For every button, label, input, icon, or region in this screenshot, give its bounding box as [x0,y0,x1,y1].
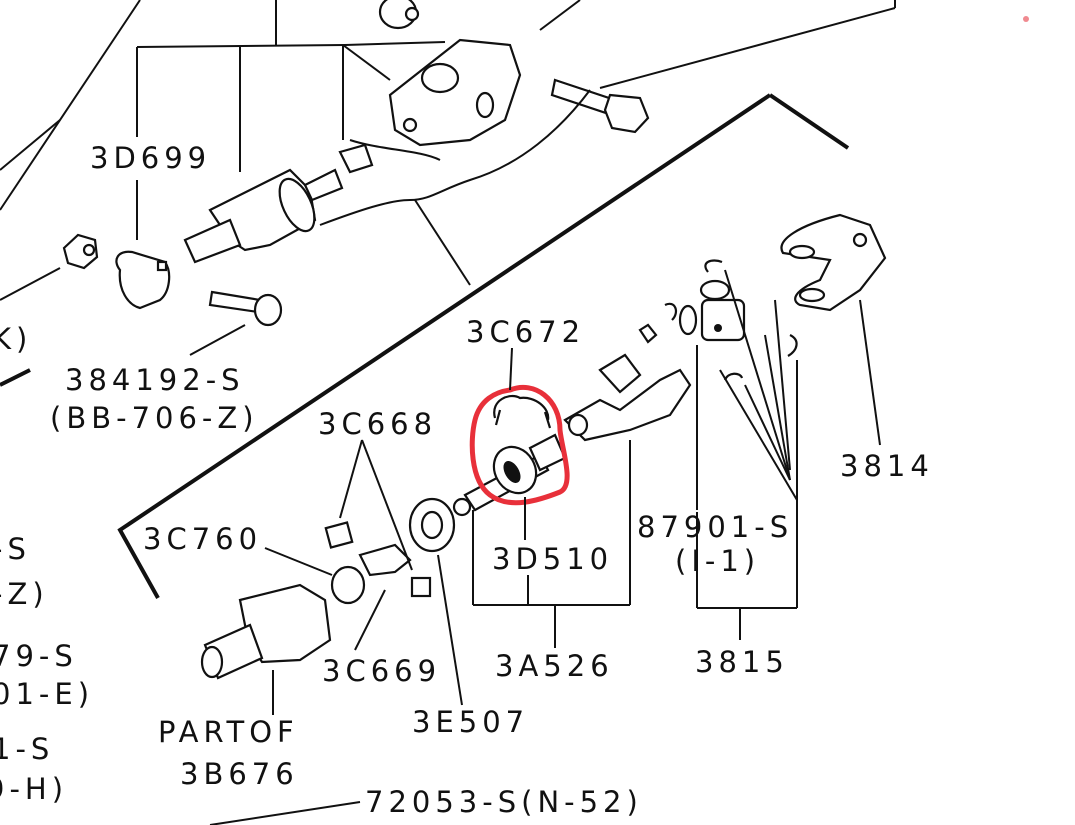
bracket-3d699 [136,0,446,172]
bolt-384192 [208,290,283,327]
label-87901-s: 87901-S [637,510,794,544]
nut-left [62,233,99,270]
nut-top [378,0,420,30]
steering-shaft-3b676 [200,583,332,680]
label-3e507: 3E507 [412,705,530,739]
leader-arrows [136,180,881,825]
label-3c760: 3C760 [143,522,263,556]
leader-line [539,0,581,31]
universal-joint-cross [678,279,746,342]
leader-line [0,267,61,301]
leader-line [0,119,61,171]
label-3d510: 3D510 [492,542,614,576]
label-3815: 3815 [695,645,789,679]
label-cut-s1: -S [0,532,31,566]
label-cut-z: -Z) [0,577,49,611]
label-3b676: 3B676 [180,757,299,791]
label-3814: 3814 [840,449,934,483]
leader-line [189,324,246,356]
label-384192-s: 384192-S [65,363,245,397]
label-3a526: 3A526 [495,649,614,683]
housing-outline [319,89,591,286]
label-cut-9h: 9-H) [0,772,69,806]
label-3c672: 3C672 [466,315,586,349]
label-3d699: 3D699 [90,141,212,175]
snap-rings [638,259,798,381]
yoke-3814 [780,213,887,312]
shaft-section [0,368,31,387]
shaft-coupler-3d699 [183,143,374,264]
section-divider [117,93,850,599]
clamp-3d699 [115,250,171,310]
small-parts-cluster [324,497,456,605]
lever-3a526 [563,353,692,442]
label-cut-01e: 01-E) [0,677,95,711]
label-i-1: (I-1) [675,544,761,578]
label-72053-s: 72053-S(N-52) [365,785,643,819]
leader-line [599,7,896,89]
label-3c668: 3C668 [318,407,438,441]
label-3c669: 3C669 [322,654,442,688]
shaft-3d510 [452,433,567,517]
label-k-cut: K) [0,322,33,356]
label-bb-706-z: (BB-706-Z) [50,401,259,435]
retaining-clip-3c672 [493,394,552,429]
label-cut-1s: 1-S [0,732,55,766]
highlight-circle [469,384,570,506]
universal-joint-yoke-top [388,38,522,147]
stray-mark [1023,16,1029,22]
leader-line [0,0,141,211]
label-partof: PARTOF [158,715,299,749]
label-cut-79s: 79-S [0,639,78,673]
